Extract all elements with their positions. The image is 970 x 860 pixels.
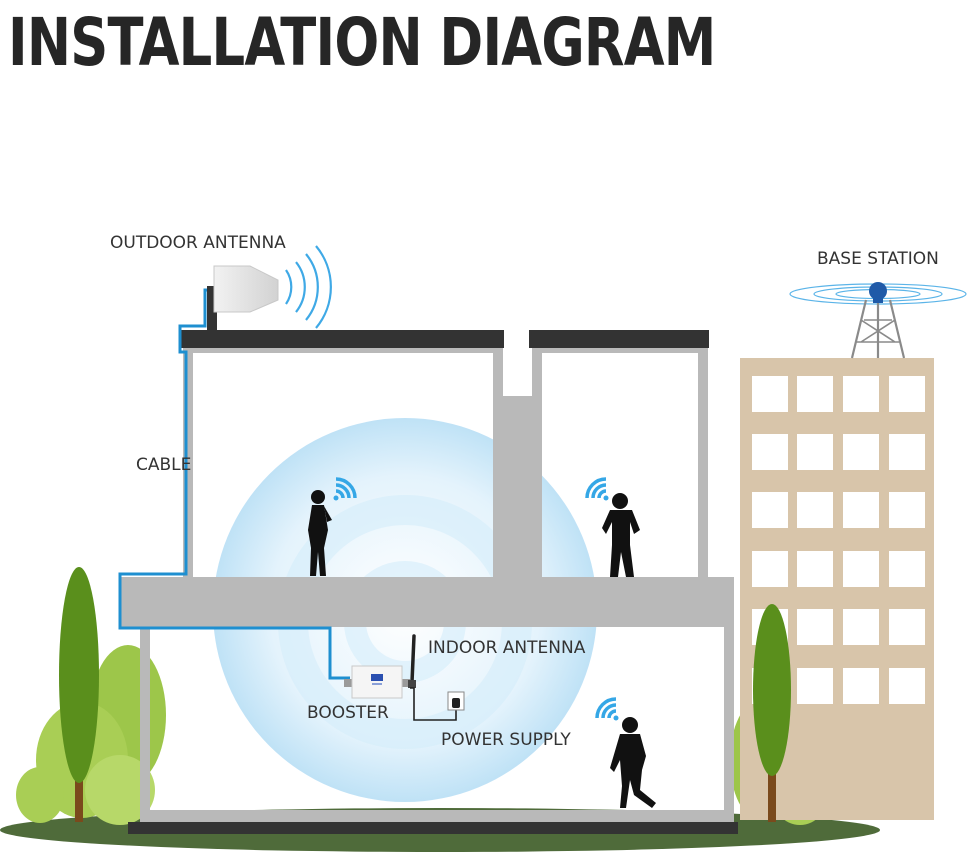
office-window bbox=[797, 434, 833, 470]
office-window bbox=[889, 434, 925, 470]
office-window bbox=[843, 434, 879, 470]
person-silhouette-icon bbox=[610, 717, 656, 808]
page-title: INSTALLATION DIAGRAM bbox=[8, 4, 716, 81]
office-window bbox=[889, 376, 925, 412]
office-window bbox=[889, 551, 925, 587]
house bbox=[120, 330, 738, 834]
outdoor-antenna-icon bbox=[207, 265, 279, 330]
tree-icon bbox=[59, 567, 99, 822]
office-window bbox=[843, 609, 879, 645]
person-silhouette-icon bbox=[308, 490, 332, 576]
power-supply-label: POWER SUPPLY bbox=[441, 730, 571, 750]
wifi-signal-icon bbox=[585, 477, 609, 501]
office-window bbox=[752, 492, 788, 528]
tree-icon bbox=[753, 604, 791, 822]
office-window bbox=[843, 492, 879, 528]
power-cable bbox=[410, 687, 457, 721]
office-window bbox=[843, 668, 879, 704]
outdoor-antenna-label: OUTDOOR ANTENNA bbox=[110, 233, 286, 253]
office-windows bbox=[752, 376, 925, 704]
person-silhouette-icon bbox=[602, 493, 640, 577]
office-window bbox=[843, 551, 879, 587]
office-window bbox=[797, 492, 833, 528]
office-window bbox=[889, 668, 925, 704]
indoor-antenna-icon bbox=[408, 634, 416, 688]
power-outlet-icon bbox=[447, 691, 465, 711]
indoor-antenna-label: INDOOR ANTENNA bbox=[428, 638, 586, 658]
office-window bbox=[843, 376, 879, 412]
wifi-signal-icon bbox=[333, 477, 357, 501]
wifi-signal-icon bbox=[595, 697, 619, 721]
booster-label: BOOSTER bbox=[307, 703, 389, 723]
office-window bbox=[752, 551, 788, 587]
office-window bbox=[797, 668, 833, 704]
cable-label: CABLE bbox=[136, 455, 191, 475]
office-window bbox=[752, 376, 788, 412]
office-window bbox=[889, 609, 925, 645]
office-window bbox=[752, 434, 788, 470]
base-station-label: BASE STATION bbox=[817, 249, 939, 269]
booster-device-icon bbox=[344, 665, 410, 699]
cable-line bbox=[118, 288, 350, 680]
office-window bbox=[889, 492, 925, 528]
office-window bbox=[797, 609, 833, 645]
office-window bbox=[797, 376, 833, 412]
office-window bbox=[797, 551, 833, 587]
cell-tower-icon bbox=[789, 282, 967, 359]
outdoor-signal-wave-icon bbox=[285, 245, 332, 329]
